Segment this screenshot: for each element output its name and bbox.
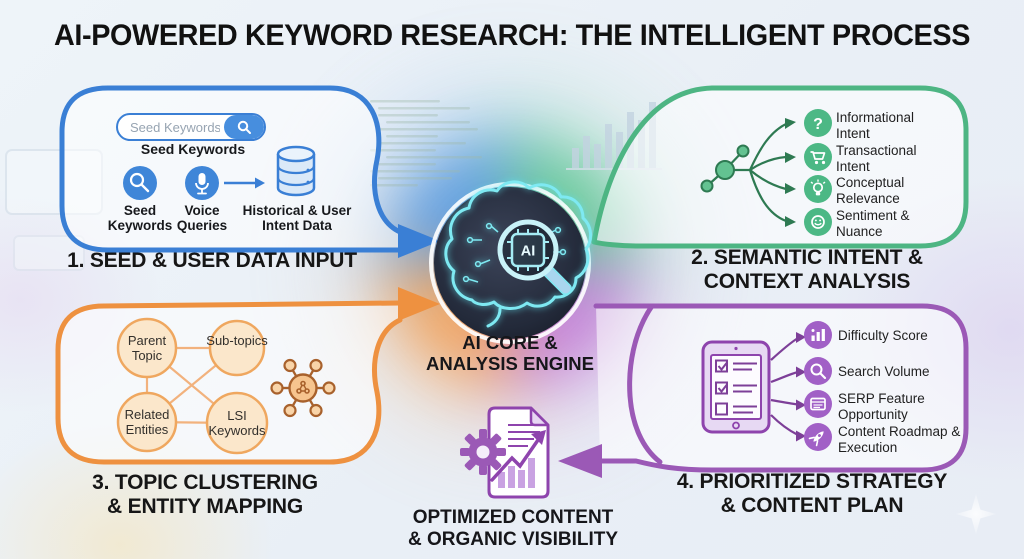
- growth-bars-icon: [498, 458, 535, 488]
- seed-search-bar: [116, 113, 266, 141]
- step-4-line1: 4. PRIORITIZED STRATEGY: [676, 470, 948, 493]
- search-input[interactable]: [118, 115, 224, 139]
- content-roadmap-label: Content Roadmap & Execution: [838, 424, 961, 455]
- panel-semantic: ?: [591, 85, 969, 249]
- semantic-tree-arrowheads: [785, 118, 796, 227]
- bubble-parent-topic: [116, 317, 178, 379]
- transactional-intent-label: Transactional Intent: [836, 143, 917, 174]
- serp-window-icon: [804, 390, 832, 418]
- strategy-connectors: [770, 337, 799, 436]
- lightbulb-icon: [804, 175, 832, 203]
- conceptual-relevance-label: Conceptual Relevance: [836, 175, 905, 206]
- search-caption: Seed Keywords: [140, 141, 246, 157]
- step-3-line1: 3. TOPIC CLUSTERING: [92, 471, 318, 494]
- output-line2: & ORGANIC VISIBILITY: [407, 528, 619, 550]
- purple-arrow-icon: [558, 444, 602, 478]
- search-volume-label: Search Volume: [838, 364, 930, 379]
- step-2-line1: 2. SEMANTIC INTENT &: [691, 246, 923, 269]
- lsi-keywords-label: LSI Keywords: [208, 408, 266, 438]
- voice-queries-label: Voice Queries: [176, 203, 228, 234]
- smiley-icon: [804, 208, 832, 236]
- step-3-line2: & ENTITY MAPPING: [107, 495, 303, 519]
- step-3-title: 3. TOPIC CLUSTERING & ENTITY MAPPING: [55, 471, 355, 520]
- difficulty-bars-icon: [804, 321, 832, 349]
- panel-clustering: [55, 287, 440, 465]
- rocket-icon: [804, 423, 832, 451]
- ai-core-line1: AI CORE &: [462, 332, 558, 353]
- flow-arrow-icon: [224, 177, 265, 189]
- step-2-line2: CONTEXT ANALYSIS: [703, 270, 911, 294]
- step-1-title: 1. SEED & USER DATA INPUT: [67, 249, 357, 272]
- svg-text:?: ?: [813, 116, 823, 133]
- bubble-lsi-keywords: [205, 391, 269, 455]
- orange-arrow-icon: [398, 287, 440, 321]
- page-title: AI-POWERED KEYWORD RESEARCH: THE INTELLI…: [53, 19, 971, 52]
- related-entities-label: Related Entities: [124, 407, 170, 437]
- background-code-decor: [370, 100, 482, 187]
- parent-topic-label: Parent Topic: [127, 333, 167, 363]
- search-button[interactable]: [224, 115, 264, 139]
- ai-core-label: AI CORE & ANALYSIS ENGINE: [408, 332, 612, 375]
- informational-intent-label: Informational Intent: [836, 110, 915, 141]
- search-icon: [237, 120, 251, 134]
- strategy-connector-arrowheads: [796, 332, 806, 442]
- question-icon: ?: [804, 109, 832, 137]
- database-icon: [276, 145, 316, 197]
- step-4-line2: & CONTENT PLAN: [720, 494, 904, 518]
- bubble-sub-topics: [208, 319, 266, 377]
- output-label: OPTIMIZED CONTENT & ORGANIC VISIBILITY: [405, 507, 621, 551]
- output-line1: OPTIMIZED CONTENT: [412, 507, 614, 528]
- optimized-content-icon: [460, 406, 550, 499]
- step-4-title: 4. PRIORITIZED STRATEGY & CONTENT PLAN: [662, 470, 962, 519]
- entity-hub-icon: [270, 358, 336, 418]
- magnifier-icon: [123, 166, 157, 200]
- seed-keywords-label: Seed Keywords: [107, 203, 173, 234]
- ai-core: AI: [429, 180, 592, 344]
- sub-topics-label: Sub-topics: [206, 333, 268, 348]
- ai-chip-label: AI: [521, 244, 536, 260]
- tablet-icon: [701, 340, 771, 434]
- bubble-related-entities: [116, 391, 178, 453]
- microphone-icon: [185, 166, 219, 200]
- historical-data-label: Historical & User Intent Data: [242, 203, 352, 234]
- sentiment-nuance-label: Sentiment & Nuance: [836, 208, 910, 239]
- panel-strategy: [558, 303, 969, 478]
- step-2-title: 2. SEMANTIC INTENT & CONTEXT ANALYSIS: [657, 246, 957, 295]
- magnifier-icon: [804, 357, 832, 385]
- ai-core-line2: ANALYSIS ENGINE: [426, 353, 594, 375]
- difficulty-score-label: Difficulty Score: [838, 328, 928, 343]
- blue-arrow-icon: [398, 224, 440, 258]
- cart-icon: [804, 143, 832, 171]
- ai-magnifier-icon: AI: [497, 219, 572, 295]
- gear-icon: [460, 429, 506, 475]
- serp-feature-label: SERP Feature Opportunity: [838, 391, 925, 422]
